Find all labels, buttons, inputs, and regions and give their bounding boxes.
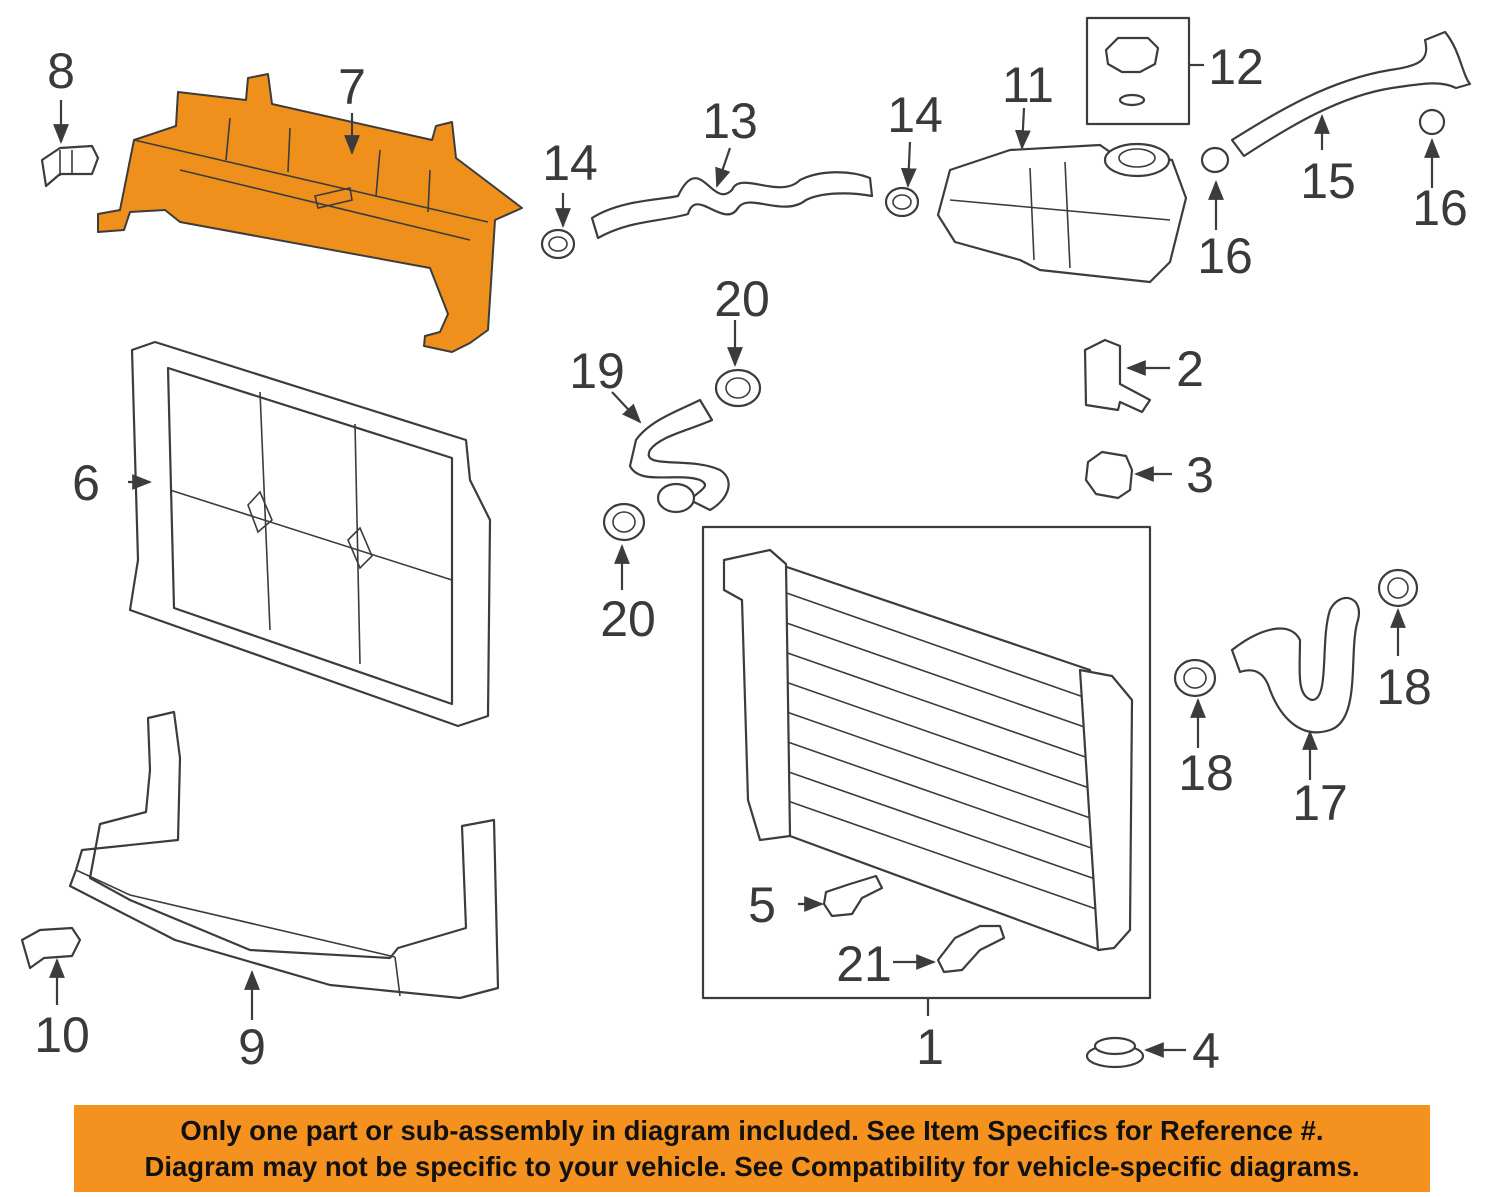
callout-17: 17	[1292, 775, 1348, 831]
part-3-insulator[interactable]	[1084, 450, 1134, 500]
callout-6: 6	[72, 455, 100, 511]
part-20-clamp-lower[interactable]	[602, 502, 646, 542]
disclaimer-line-2: Diagram may not be specific to your vehi…	[144, 1151, 1360, 1182]
part-14-hose-clamp-right[interactable]	[884, 186, 920, 218]
disclaimer-banner: Only one part or sub-assembly in diagram…	[74, 1105, 1430, 1192]
callout-7: 7	[338, 59, 366, 115]
callout-1: 1	[916, 1019, 944, 1075]
callout-18-right: 18	[1376, 659, 1432, 715]
part-8-push-clip[interactable]	[40, 144, 100, 188]
callout-18-left: 18	[1178, 745, 1234, 801]
part-13-radiator-hose[interactable]	[590, 171, 874, 240]
part-20-clamp-upper[interactable]	[714, 368, 762, 408]
part-6-radiator-frame[interactable]	[128, 340, 492, 728]
leader-arrows	[49, 63, 1440, 1058]
callout-21: 21	[836, 936, 892, 992]
callout-5: 5	[748, 877, 776, 933]
callout-19: 19	[569, 343, 625, 399]
part-1-radiator[interactable]	[722, 548, 1134, 952]
callout-3: 3	[1186, 447, 1214, 503]
callout-4: 4	[1192, 1023, 1220, 1079]
part-10-push-clip[interactable]	[20, 926, 82, 970]
callout-20-lower: 20	[600, 591, 656, 647]
part-18-clamp-right[interactable]	[1377, 568, 1419, 608]
part-4-cap[interactable]	[1085, 1036, 1145, 1069]
callout-11: 11	[1002, 57, 1054, 113]
part-2-bracket[interactable]	[1083, 338, 1152, 414]
part-16-hose-clamp-left[interactable]	[1200, 146, 1230, 174]
part-18-clamp-left[interactable]	[1173, 658, 1217, 698]
part-16-hose-clamp-right[interactable]	[1418, 108, 1446, 136]
part-12-reservoir-cap[interactable]	[1085, 16, 1191, 126]
callout-16-right: 16	[1412, 180, 1468, 236]
part-21-temp-sensor[interactable]	[936, 924, 1006, 974]
part-15-overflow-hose[interactable]	[1230, 30, 1472, 158]
callout-9: 9	[238, 1019, 266, 1075]
part-14-hose-clamp-left[interactable]	[540, 228, 576, 260]
callout-13: 13	[702, 93, 758, 149]
part-9-lower-deflector[interactable]	[68, 710, 500, 1000]
callout-10: 10	[34, 1007, 90, 1063]
part-5-drain-plug[interactable]	[822, 874, 884, 918]
callout-12: 12	[1208, 39, 1264, 95]
part-11-coolant-reservoir[interactable]	[936, 142, 1188, 284]
callout-14-right: 14	[887, 87, 943, 143]
callout-15: 15	[1300, 153, 1356, 209]
callout-2: 2	[1176, 341, 1204, 397]
disclaimer-line-1: Only one part or sub-assembly in diagram…	[180, 1115, 1324, 1146]
part-19-heater-hose[interactable]	[628, 398, 730, 514]
callout-8: 8	[47, 43, 75, 99]
callout-14-left: 14	[542, 135, 598, 191]
part-7-upper-baffle[interactable]	[97, 73, 523, 353]
callout-20-upper: 20	[714, 271, 770, 327]
callout-16-left: 16	[1197, 228, 1253, 284]
part-17-lower-hose[interactable]	[1230, 596, 1361, 734]
